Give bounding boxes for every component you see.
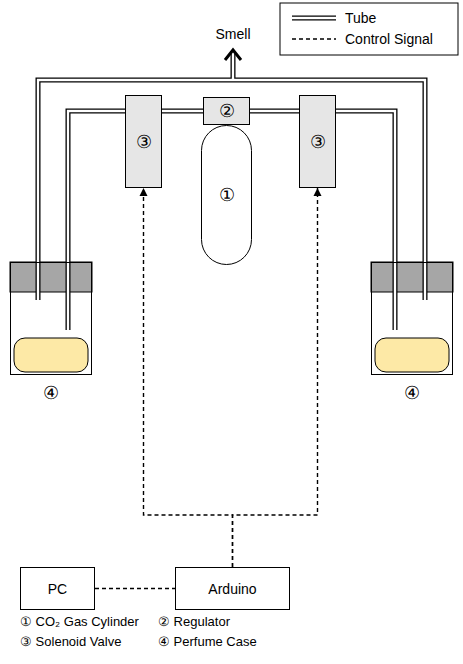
arduino-box: Arduino [175,567,290,610]
tube [336,111,395,262]
tube [68,111,125,262]
pc-box: PC [20,567,95,610]
node-label: Arduino [208,581,256,597]
output-label: Smell [215,26,250,42]
solenoid-valve: ③ [125,95,162,188]
callout-number: ④ [372,382,452,404]
signal-sample [292,38,336,40]
legend-text: Control Signal [345,31,433,47]
tube [250,111,299,112]
legend-box [280,3,458,55]
control-signal [95,588,175,589]
callout-number: ④ [11,382,91,404]
smell-arrowhead [225,50,241,60]
node-label: ③ [136,131,152,153]
legend-text: Tube [345,10,376,26]
node-label: PC [48,581,67,597]
node-label: ② [219,100,235,122]
legend-note: ④ Perfume Case [158,634,257,649]
legend-note: ② Regulator [158,614,230,629]
gas-cylinder: ① [201,125,252,265]
smell-tube [38,50,425,330]
perfume-case-interior [10,262,453,372]
perfume-case: ④ [371,262,453,375]
node-label: ③ [310,131,326,153]
node-label: ① [219,184,235,206]
regulator-box: ② [203,97,250,125]
legend-note: ③ Solenoid Valve [20,634,121,649]
perfume-case: ④ [10,262,92,375]
tube-sample [292,18,336,19]
tube [162,111,203,112]
solenoid-valve: ③ [299,95,336,188]
legend-note: ① CO₂ Gas Cylinder [20,614,139,629]
